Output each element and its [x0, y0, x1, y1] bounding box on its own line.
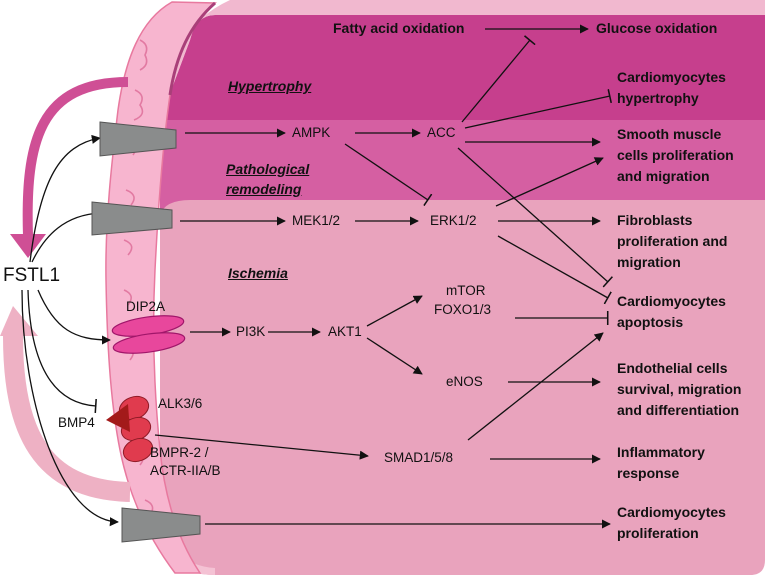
alk-to-smad: [154, 434, 369, 460]
fstl1-to-receptor4: [21, 289, 119, 527]
receptor-4: [121, 507, 201, 543]
dip2a-receptor-bottom: [112, 332, 186, 354]
lower-big-arrow: [3, 335, 131, 502]
section-hypertrophy: Hypertrophy: [228, 78, 312, 94]
section-ischemia: Ischemia: [228, 265, 288, 281]
bmpr-label-line1: BMPR-2 /: [150, 445, 209, 460]
node-mtor: mTOR: [446, 283, 486, 298]
fstl1-to-receptor1: [29, 134, 101, 263]
node-smad: SMAD1/5/8: [384, 450, 454, 465]
outcome-apoptosis: Cardiomyocytes apoptosis: [617, 293, 726, 330]
node-acc: ACC: [427, 125, 456, 140]
section-remodeling-line2: remodeling: [226, 181, 302, 197]
acc-inhibits-apoptosis: [457, 147, 614, 288]
erk-inhibits-apoptosis: [497, 235, 612, 305]
bmpr-label-line2: ACTR-IIA/B: [150, 463, 221, 478]
receptor-2: [91, 201, 173, 236]
outcome-smc: Smooth muscle cells proliferation and mi…: [617, 126, 734, 184]
remodeling-zone: [160, 120, 765, 215]
fstl1-label: FSTL1: [3, 265, 61, 286]
node-erk: ERK1/2: [430, 213, 477, 228]
outcome-endothelial: Endothelial cells survival, migration an…: [617, 360, 742, 418]
bmpr-receptor: [122, 437, 154, 463]
fstl1-inhibits-bmp4: [27, 289, 97, 414]
erk-to-smc: [495, 157, 604, 207]
outcome-cm-proliferation: Cardiomyocytes proliferation: [617, 504, 726, 541]
acc-inhibits-hypertrophy: [464, 89, 612, 129]
alk-label: ALK3/6: [158, 396, 203, 411]
node-foxo: FOXO1/3: [434, 302, 492, 317]
bmp4-ligand: [106, 404, 130, 432]
node-pi3k: PI3K: [236, 324, 266, 339]
akt-to-mtor: [366, 295, 423, 327]
bmp4-label: BMP4: [58, 415, 95, 430]
receptor-1: [99, 121, 177, 157]
node-enos: eNOS: [446, 374, 483, 389]
node-mek: MEK1/2: [292, 213, 341, 228]
upper-big-arrow: [22, 77, 129, 237]
dip2a-label: DIP2A: [126, 299, 166, 314]
node-akt1: AKT1: [328, 324, 362, 339]
lower-big-arrow-head: [0, 306, 38, 336]
fstl1-to-receptor2: [31, 208, 101, 263]
hypertrophy-zone: [160, 15, 765, 120]
outcome-inflammatory: Inflammatory response: [617, 444, 705, 481]
outcome-fatty-acid: Fatty acid oxidation: [333, 20, 465, 36]
section-remodeling-line1: Pathological: [226, 161, 310, 177]
outcome-glucose: Glucose oxidation: [596, 20, 718, 36]
akt-to-enos: [366, 337, 423, 375]
node-ampk: AMPK: [292, 125, 331, 140]
outcome-cm-hypertrophy: Cardiomyocytes hypertrophy: [617, 69, 726, 106]
smad-to-apoptosis: [467, 332, 604, 441]
outer-membrane: [150, 0, 765, 120]
acc-inhibits-glucose: [461, 35, 536, 123]
wall-edge: [168, 1, 216, 96]
fstl1-to-dip2a: [37, 289, 111, 345]
upper-big-arrow-head: [10, 234, 46, 258]
ampk-inhibits-erk: [344, 143, 433, 207]
outcome-fibroblasts: Fibroblasts proliferation and migration: [617, 212, 728, 270]
ischemia-zone: [160, 200, 765, 575]
